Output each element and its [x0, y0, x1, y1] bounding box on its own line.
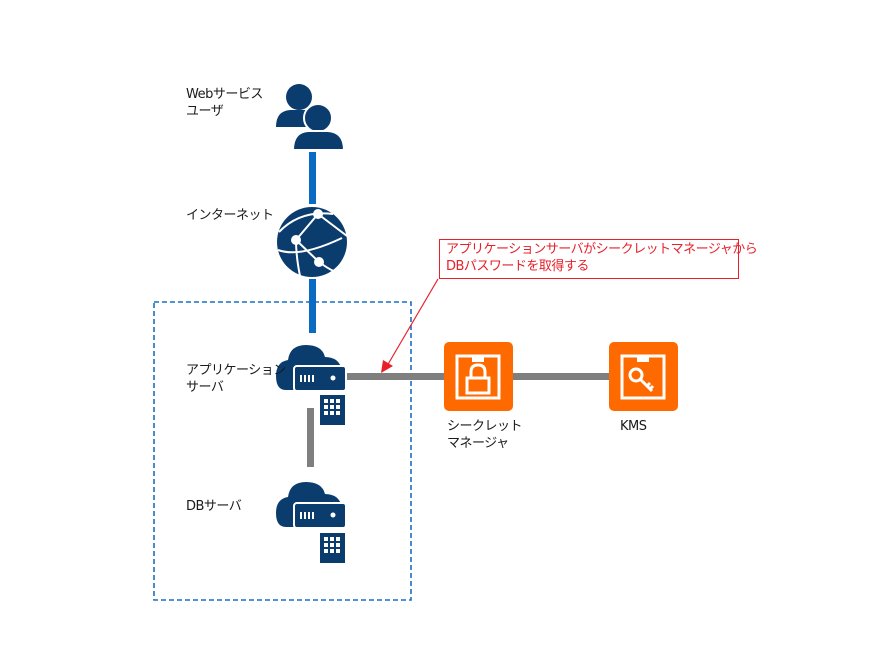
db-server-label: DBサーバ: [186, 499, 242, 514]
callout-line1: アプリケーションサーバがシークレットマネージャから: [446, 242, 758, 257]
web-users-label-line2: ユーザ: [186, 104, 224, 119]
link-app-db: [307, 408, 314, 467]
internet-label: インターネット: [186, 208, 274, 223]
callout-line2: DBパスワードを取得する: [446, 259, 589, 274]
users-icon: [276, 84, 346, 151]
link-secrets-kms: [512, 373, 612, 380]
server-boundary: [153, 301, 412, 601]
callout-pointer: [386, 278, 439, 367]
kms-label: KMS: [620, 419, 647, 434]
lock-box-icon: [444, 342, 513, 411]
secrets-manager-label-line1: シークレット: [447, 419, 523, 434]
secrets-manager-label-line2: マネージャ: [447, 436, 509, 451]
cloud-server-icon: [276, 345, 347, 425]
globe-network-icon: [277, 207, 348, 277]
key-box-icon: [609, 342, 678, 411]
app-server-label-line1: アプリケーション: [186, 363, 286, 378]
link-users-internet: [309, 152, 316, 204]
link-app-secrets: [345, 373, 445, 380]
link-internet-app: [309, 279, 316, 333]
annotation-callout: アプリケーションサーバがシークレットマネージャから DBパスワードを取得する: [439, 239, 758, 279]
app-server-label: アプリケーション サーバ: [186, 362, 286, 396]
web-users-label-line1: Webサービス: [186, 87, 263, 102]
cloud-server-icon: [276, 482, 347, 563]
secrets-manager-label: シークレット マネージャ: [447, 418, 523, 452]
web-users-label: Webサービス ユーザ: [186, 86, 263, 120]
callout-arrowhead: [381, 360, 393, 373]
app-server-label-line2: サーバ: [186, 380, 224, 395]
